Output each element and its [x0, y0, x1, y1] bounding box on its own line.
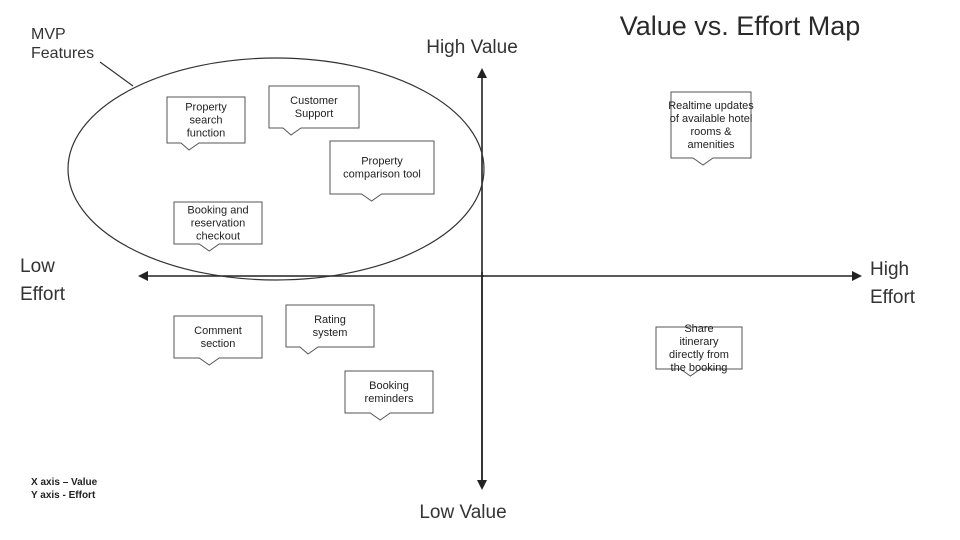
axis-label-right-1: High [870, 259, 909, 280]
mvp-pointer-line [99, 61, 134, 87]
note-box [344, 370, 434, 421]
axis-label-right-2: Effort [870, 287, 916, 308]
mvp-label-2: Features [31, 45, 94, 62]
note-text-line: itinerary [679, 336, 719, 348]
legend-x-axis: X axis – Value [31, 477, 98, 488]
axis-label-left-2: Effort [20, 284, 66, 305]
note-box [670, 91, 752, 166]
note-text-line: Property [185, 102, 227, 114]
note-text-line: reservation [191, 218, 245, 230]
axis-label-bottom: Low Value [419, 502, 506, 523]
note-text-line: system [313, 327, 348, 339]
note-box [655, 326, 743, 377]
note-box [285, 304, 375, 355]
note-text-line: checkout [196, 231, 240, 243]
legend-y-axis: Y axis - Effort [31, 490, 96, 501]
note-text-line: Booking and [187, 205, 248, 217]
note-box [268, 85, 360, 136]
note-text-line: Support [295, 108, 334, 120]
note-text-line: Property [361, 156, 403, 168]
note-text-line: reminders [365, 393, 414, 405]
feature-notes: PropertysearchfunctionCustomerSupportPro… [166, 85, 754, 421]
note-text-line: Rating [314, 314, 346, 326]
axis-label-top: High Value [426, 37, 518, 58]
note-text-line: rooms & [691, 126, 733, 138]
note-text-line: of available hotel [670, 113, 753, 125]
note-box [173, 201, 263, 252]
note-text-line: Realtime updates [668, 100, 754, 112]
note-box [173, 315, 263, 366]
mvp-ellipse [67, 57, 485, 281]
note-text-line: amenities [687, 139, 735, 151]
note-text-line: Customer [290, 95, 338, 107]
mvp-label-1: MVP [31, 26, 66, 43]
note-text-line: search [189, 115, 222, 127]
note-text-line: Comment [194, 325, 242, 337]
note-text-line: Share [684, 323, 713, 335]
note-text-line: comparison tool [343, 169, 421, 181]
note-text-line: the booking [671, 362, 728, 374]
axis-label-left-1: Low [20, 256, 55, 277]
note-text-line: function [187, 128, 226, 140]
map-title: Value vs. Effort Map [620, 11, 861, 41]
note-text-line: Booking [369, 380, 409, 392]
note-box [329, 140, 435, 202]
note-text-line: section [201, 338, 236, 350]
note-text-line: directly from [669, 349, 729, 361]
note-box [166, 96, 246, 151]
